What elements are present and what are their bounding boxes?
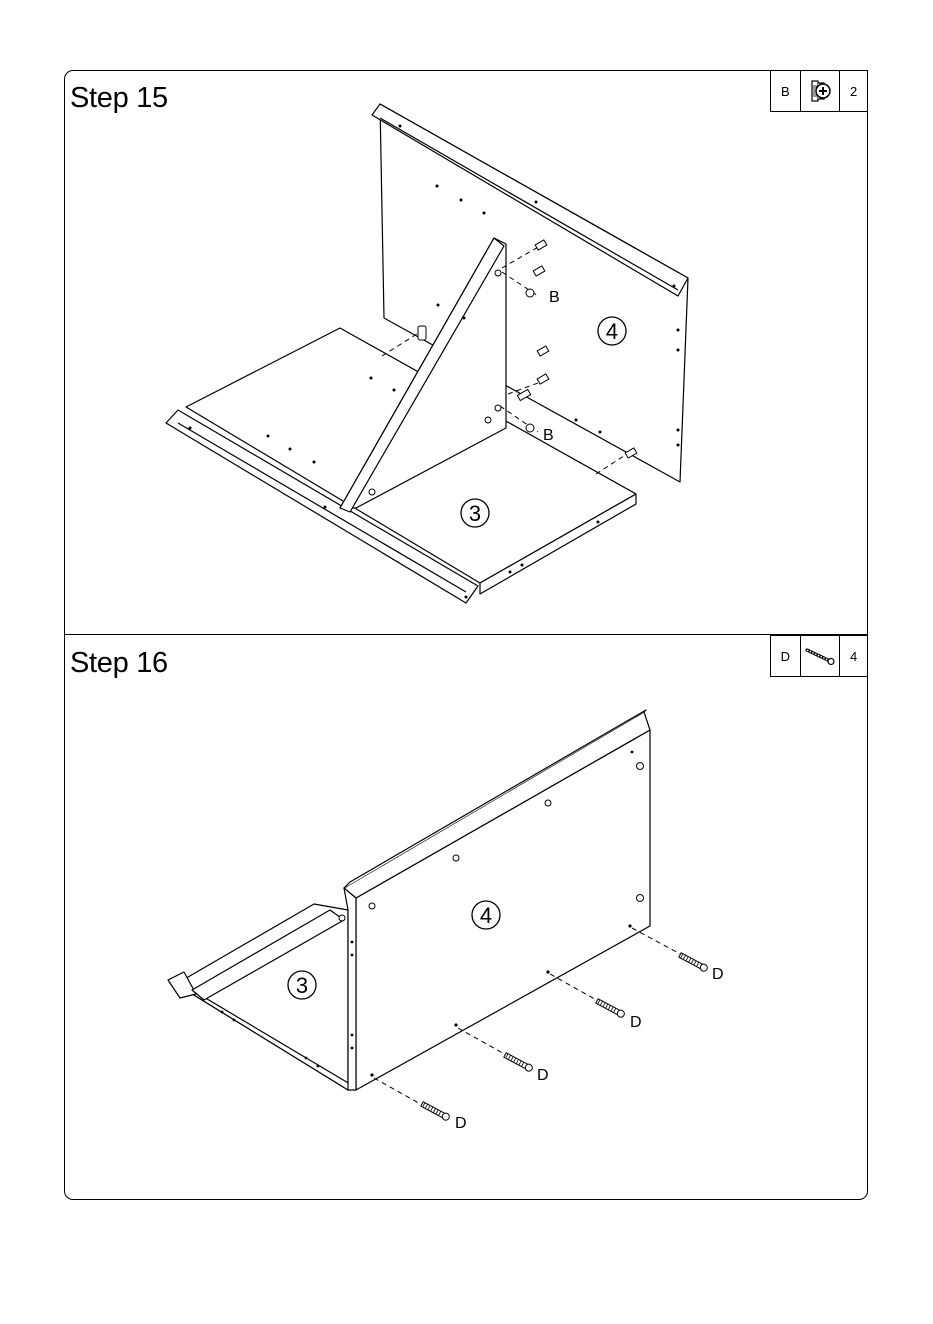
panel-3-label: 3	[296, 973, 308, 998]
callout-d-3: D	[537, 1067, 549, 1084]
panel-4-label: 4	[480, 903, 492, 928]
panel-4-face	[356, 730, 650, 1090]
callout-d-1: D	[712, 966, 724, 983]
callout-d-4: D	[455, 1115, 467, 1132]
callout-d-2: D	[630, 1014, 642, 1031]
